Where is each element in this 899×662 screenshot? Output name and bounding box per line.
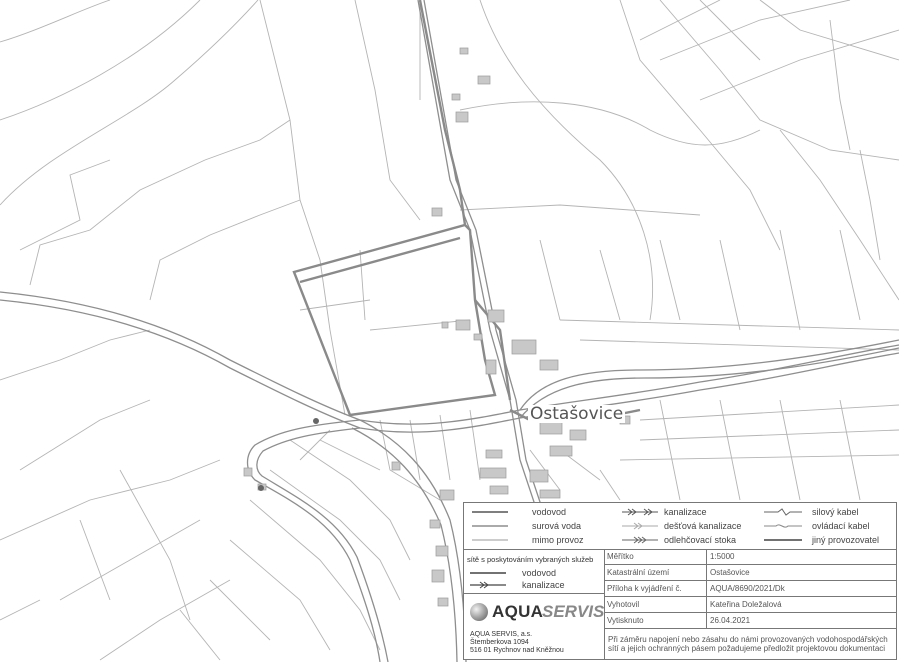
company-city: 516 01 Rychnov nad Kněžnou [470,647,564,654]
company-name: AQUA SERVIS, a.s. [470,631,533,638]
control-cable-icon [764,524,802,528]
map-legend: vodovod surová voda mimo provoz kanaliza… [463,502,897,660]
overflow-sewer-icon [622,536,658,544]
services-title: sítě s poskytováním vybraných služeb [467,555,594,564]
map-info-table: Měřítko 1:5000 Katastrální území Ostašov… [604,549,896,629]
solid-line-icon [472,525,508,527]
thin-line-icon [472,539,508,541]
info-row-priloha: Příloha k vyjádření č. AQUA/8690/2021/Dk [604,580,896,597]
solid-line-icon [764,539,802,541]
network-nodes [258,418,319,491]
place-label-ostasovice: Ostašovice [528,404,626,424]
legend-network-types: vodovod surová voda mimo provoz kanaliza… [464,503,896,550]
legend-destova-kanalizace: dešťová kanalizace [622,520,762,533]
legend-silovy-kabel: silový kabel [764,506,894,519]
legend-mimo-provoz: mimo provoz [472,534,612,547]
legend-kanalizace: kanalizace [622,506,762,519]
company-street: Štemberkova 1094 [470,639,529,646]
legend-services-company: sítě s poskytováním vybraných služeb vod… [464,549,605,659]
info-row-meritko: Měřítko 1:5000 [604,549,896,565]
power-cable-icon [764,508,802,516]
legend-service-vodovod: vodovod [470,567,600,580]
logo-globe-icon [470,603,488,621]
solid-line-icon [472,511,508,513]
legend-jiny-provozovatel: jiný provozovatel [764,534,894,547]
info-row-katastr: Katastrální území Ostašovice [604,564,896,581]
legend-vodovod: vodovod [472,506,612,519]
legend-surova-voda: surová voda [472,520,612,533]
legend-odlehcovaci-stoka: odlehčovací stoka [622,534,762,547]
storm-sewer-icon [622,522,658,530]
info-row-vyhotovil: Vyhotovil Kateřina Doležalová [604,596,896,613]
aqua-servis-logo: AQUA SERVIS [470,601,604,623]
legend-service-kanalizace: kanalizace [470,579,600,592]
legend-note: Při záměru napojení nebo zásahu do námi … [608,635,888,653]
sewer-arrow-icon [470,581,506,589]
sewer-arrow-icon [622,508,658,516]
solid-line-icon [470,572,506,574]
info-row-vytisknuto: Vytisknuto 26.04.2021 [604,612,896,629]
legend-ovladaci-kabel: ovládací kabel [764,520,894,533]
